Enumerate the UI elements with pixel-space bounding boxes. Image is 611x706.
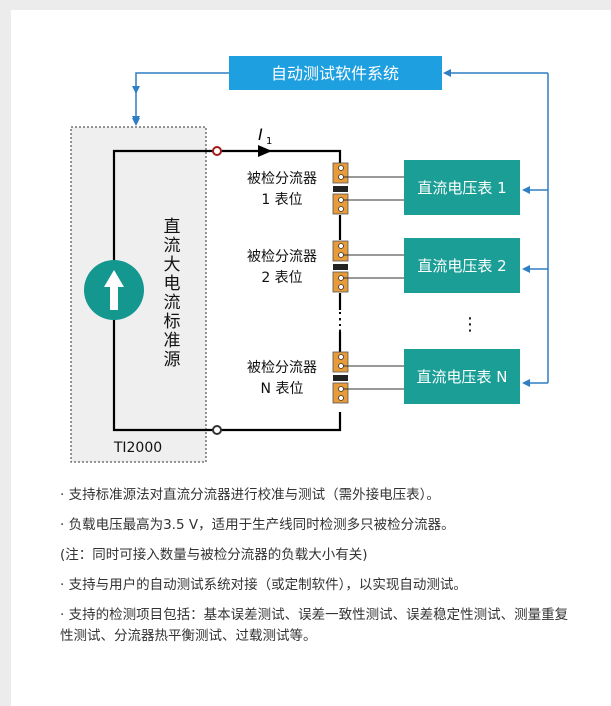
- current-subscript: 1: [266, 136, 272, 147]
- shunt-screw: [338, 243, 344, 249]
- shunt-position: 1 表位: [261, 192, 302, 208]
- note-5: · 支持的检测项目包括：基本误差测试、误差一致性测试、误差稳定性测试、测量重复性…: [60, 607, 569, 644]
- terminal-bottom: [212, 425, 222, 435]
- shunt-screw: [338, 252, 344, 258]
- note-2: · 负载电压最高为3.5 V，适用于生产线同时检测多只被检分流器。: [60, 517, 455, 533]
- shunt-screw: [338, 363, 344, 369]
- voltmeter-label: 直流电压表 2: [417, 257, 506, 275]
- wiring-diagram: 自动测试软件系统 I 1: [70, 56, 549, 463]
- shunt-body: [333, 186, 348, 192]
- shunt-unit: 被检分流器 1 表位 直流电压表 1: [247, 160, 520, 215]
- shunt-terminal-lower: [332, 382, 349, 404]
- note-4: · 支持与用户的自动测试系统对接（或定制软件），以实现自动测试。: [60, 577, 467, 593]
- source-label-char: 电: [164, 274, 181, 294]
- control-lines: [132, 69, 549, 387]
- shunt-screw: [338, 284, 344, 290]
- shunt-screw: [338, 197, 344, 203]
- main-circuit: [112, 149, 342, 432]
- source-arrow-icon: [104, 270, 124, 310]
- model-label: TI2000: [113, 440, 162, 456]
- shunt-body: [333, 375, 348, 381]
- shunt-position: 2 表位: [261, 270, 302, 286]
- source-label-char: 准: [164, 331, 181, 351]
- note-3: (注：同时可接入数量与被检分流器的负载大小有关): [60, 547, 368, 563]
- shunt-label: 被检分流器: [247, 249, 317, 265]
- shunt-screw: [338, 206, 344, 212]
- top-border: [0, 0, 611, 10]
- shunt-terminal-upper: [332, 162, 349, 184]
- source-label-char: 源: [164, 350, 181, 370]
- arrow-to-system: [132, 86, 140, 94]
- arrow-to-source: [132, 118, 140, 126]
- shunt-terminal-lower: [332, 193, 349, 215]
- voltmeter-dots: ⋮: [461, 314, 479, 335]
- notes: · 支持标准源法对直流分流器进行校准与测试（需外接电压表）。 · 负载电压最高为…: [60, 485, 580, 656]
- note-1: · 支持标准源法对直流分流器进行校准与测试（需外接电压表）。: [60, 487, 440, 503]
- voltmeter-label: 直流电压表 1: [417, 179, 506, 197]
- shunt-screw: [338, 354, 344, 360]
- shunt-unit: 被检分流器 2 表位 直流电压表 2: [247, 238, 520, 293]
- shunt-position: N 表位: [261, 381, 304, 397]
- shunt-terminal-upper: [332, 351, 349, 373]
- current-label: I: [258, 125, 263, 144]
- shunt-screw: [338, 275, 344, 281]
- shunt-screw: [338, 174, 344, 180]
- system-box-label: 自动测试软件系统: [271, 64, 399, 83]
- source-label-char: 流: [164, 236, 181, 256]
- voltmeter-box: [404, 238, 520, 293]
- source-label-char: 标: [164, 312, 181, 332]
- voltmeter-box: [404, 160, 520, 215]
- shunt-terminal-upper: [332, 240, 349, 262]
- voltmeter-label: 直流电压表 N: [417, 368, 508, 386]
- system-box: [229, 56, 442, 90]
- shunt-screw: [338, 386, 344, 392]
- shunt-body: [333, 264, 348, 270]
- shunt-dots: ⋮: [332, 315, 348, 334]
- terminal-top: [212, 146, 222, 156]
- shunt-label: 被检分流器: [247, 171, 317, 187]
- shunt-terminal-lower: [332, 271, 349, 293]
- voltmeter-box: [404, 349, 520, 404]
- source-label-char: 大: [164, 255, 181, 275]
- shunt-group: 被检分流器 1 表位 直流电压表 1 被检分流器 2 表位 直流电压表 2 被检分流器 N 表…: [247, 160, 520, 404]
- shunt-unit: 被检分流器 N 表位 直流电压表 N: [247, 349, 520, 404]
- shunt-screw: [338, 165, 344, 171]
- left-border: [0, 0, 11, 706]
- shunt-screw: [338, 395, 344, 401]
- shunt-label: 被检分流器: [247, 360, 317, 376]
- source-label-char: 直: [164, 217, 181, 237]
- current-arrow: [258, 145, 272, 157]
- source-label-char: 流: [164, 293, 181, 313]
